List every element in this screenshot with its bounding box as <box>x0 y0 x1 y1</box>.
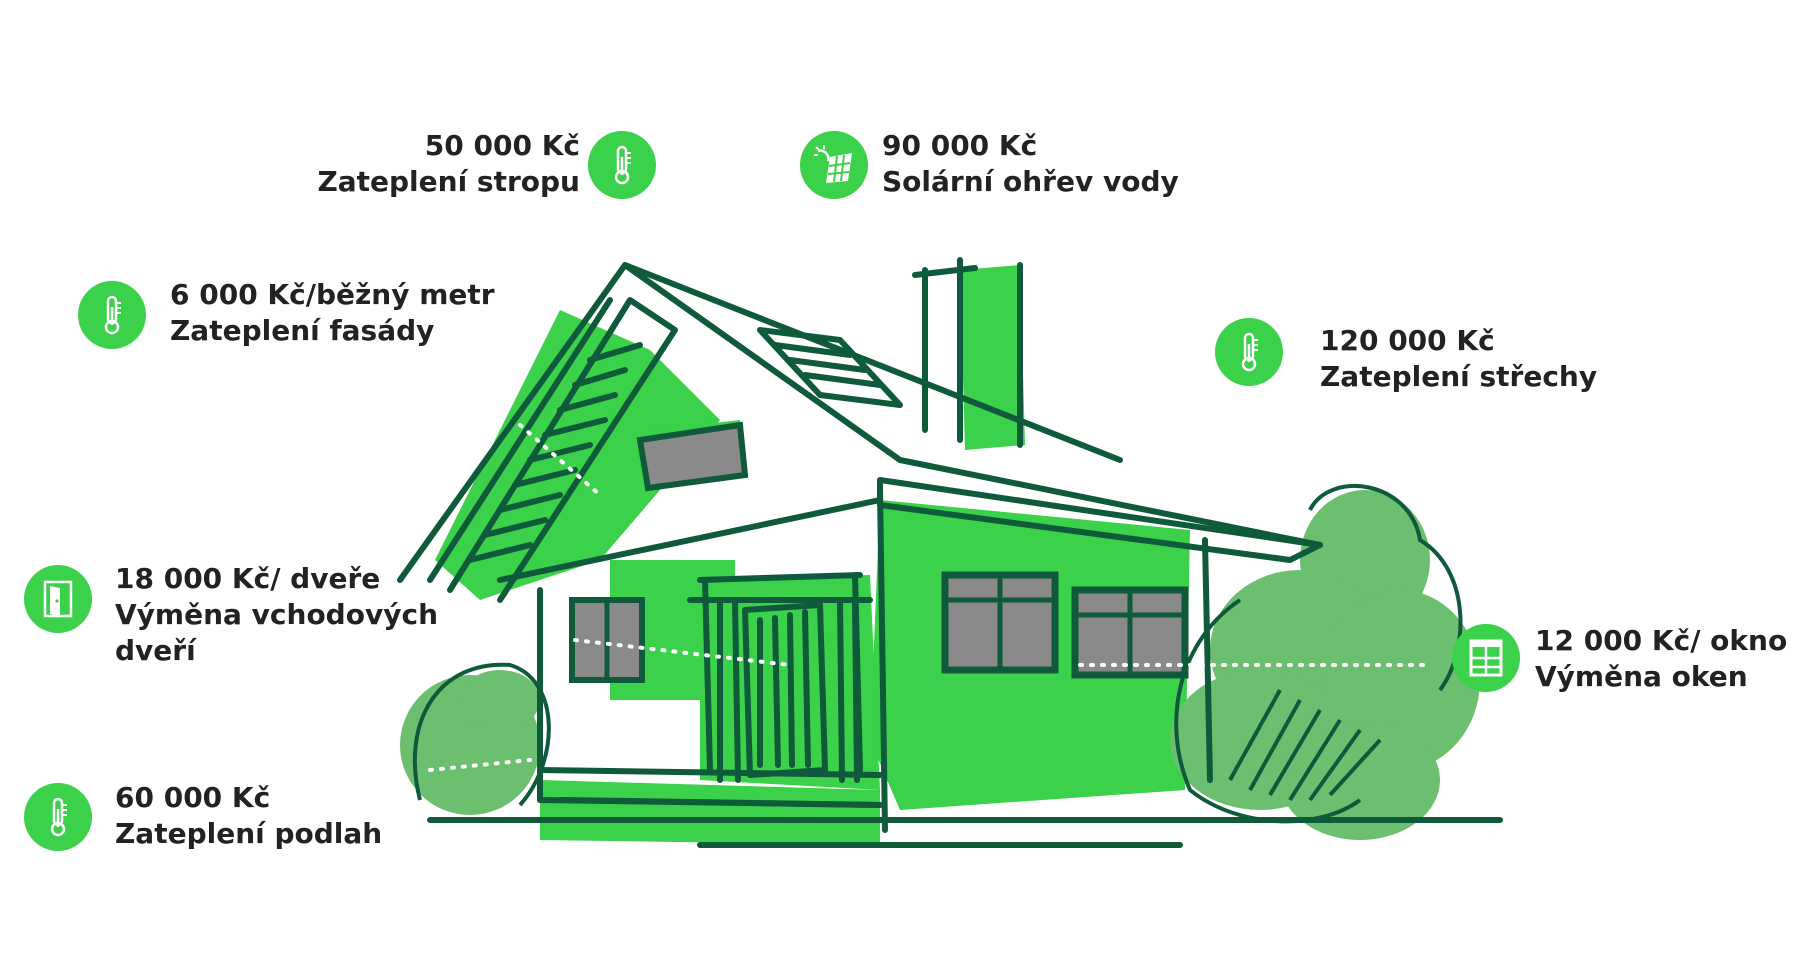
price-text: 60 000 Kč <box>115 781 271 814</box>
window-icon <box>1452 624 1520 692</box>
thermometer-icon <box>24 783 92 851</box>
window-attic <box>636 421 749 492</box>
label-vymena-oken: 12 000 Kč/ okno Výměna oken <box>1535 623 1787 695</box>
bushes <box>400 490 1480 840</box>
item-name-text: Zateplení podlah <box>115 817 383 850</box>
solar-panel-icon <box>800 131 868 199</box>
house-lines <box>397 257 1503 848</box>
window-front-1 <box>941 571 1059 674</box>
item-name-text: Výměna vchodových <box>115 598 438 631</box>
pointer-lines <box>428 423 1432 772</box>
item-name-text: Výměna oken <box>1535 660 1748 693</box>
window-front-2 <box>1071 586 1189 679</box>
thermometer-icon <box>1215 318 1283 386</box>
price-text: 6 000 Kč/běžný metr <box>170 278 495 311</box>
window-left <box>569 597 645 683</box>
item-name-text: Solární ohřev vody <box>882 165 1179 198</box>
windows <box>569 421 1189 683</box>
thermometer-icon <box>78 281 146 349</box>
label-zatepleni-fasady: 6 000 Kč/běžný metr Zateplení fasády <box>170 277 495 349</box>
label-zatepleni-strechy: 120 000 Kč Zateplení střechy <box>1320 323 1597 395</box>
label-zatepleni-podlah: 60 000 Kč Zateplení podlah <box>115 780 382 852</box>
item-name-text: Zateplení střechy <box>1320 360 1598 393</box>
label-zatepleni-stropu: 50 000 Kč Zateplení stropu <box>300 128 580 200</box>
item-name-text: Zateplení stropu <box>317 165 580 198</box>
thermometer-icon <box>588 131 656 199</box>
door-icon <box>24 565 92 633</box>
price-text: 12 000 Kč/ okno <box>1535 624 1788 657</box>
price-text: 90 000 Kč <box>882 129 1038 162</box>
label-vymena-dveri: 18 000 Kč/ dveře Výměna vchodových dveří <box>115 561 438 669</box>
price-text: 18 000 Kč/ dveře <box>115 562 381 595</box>
price-text: 50 000 Kč <box>424 129 580 162</box>
label-solarni-ohrev: 90 000 Kč Solární ohřev vody <box>882 128 1179 200</box>
item-name-text: Zateplení fasády <box>170 314 435 347</box>
price-text: 120 000 Kč <box>1320 324 1495 357</box>
item-name-text-line2: dveří <box>115 634 196 667</box>
